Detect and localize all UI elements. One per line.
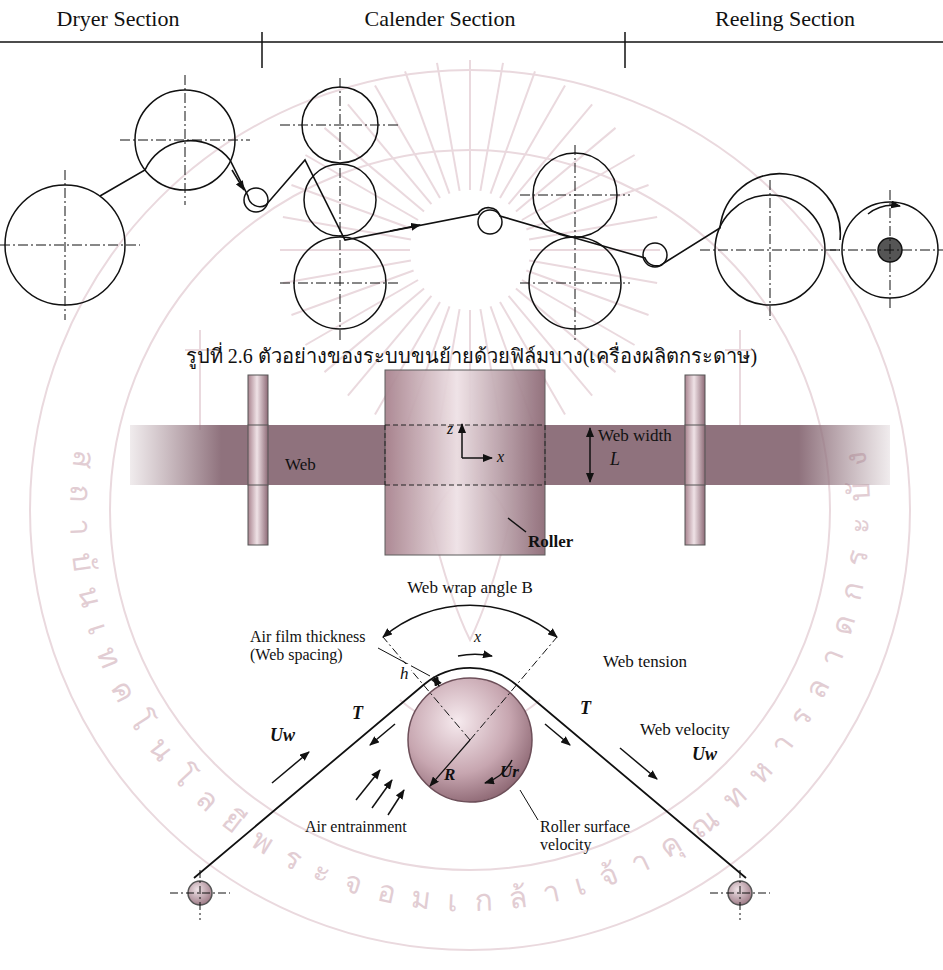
paper-machine: [0, 75, 943, 340]
section-label: Reeling Section: [715, 6, 855, 31]
part-label: h: [398, 664, 411, 684]
watermark: [30, 60, 910, 950]
part-label: Uw: [270, 725, 295, 746]
part-label: z: [447, 420, 453, 438]
web-top-view: [130, 370, 890, 555]
web-side-view: [170, 605, 770, 920]
section-bar: [0, 32, 943, 68]
part-label: Air film thickness (Web spacing): [250, 628, 375, 665]
part-label: T: [352, 703, 363, 724]
part-label: Web velocity: [640, 720, 730, 740]
part-label: Web wrap angle B: [407, 578, 533, 598]
part-label: L: [610, 449, 620, 470]
section-label: Calender Section: [365, 6, 516, 31]
part-label: Ur: [500, 762, 519, 782]
part-label: Air entrainment: [305, 818, 425, 836]
part-label: Roller: [528, 532, 573, 552]
part-label: x: [474, 628, 481, 646]
part-label: R: [444, 765, 455, 785]
figure-caption: รูปที่ 2.6 ตัวอย่างของระบบขนย้ายด้วยฟิล์…: [0, 340, 943, 372]
section-label: Dryer Section: [57, 6, 180, 31]
part-label: T: [580, 698, 591, 719]
part-label: Uw: [692, 744, 717, 765]
part-label: Roller surface velocity: [540, 818, 670, 855]
part-label: x: [497, 448, 504, 466]
part-label: Web tension: [603, 652, 687, 672]
part-label: Web: [285, 455, 316, 475]
part-label: Web width: [598, 426, 672, 446]
